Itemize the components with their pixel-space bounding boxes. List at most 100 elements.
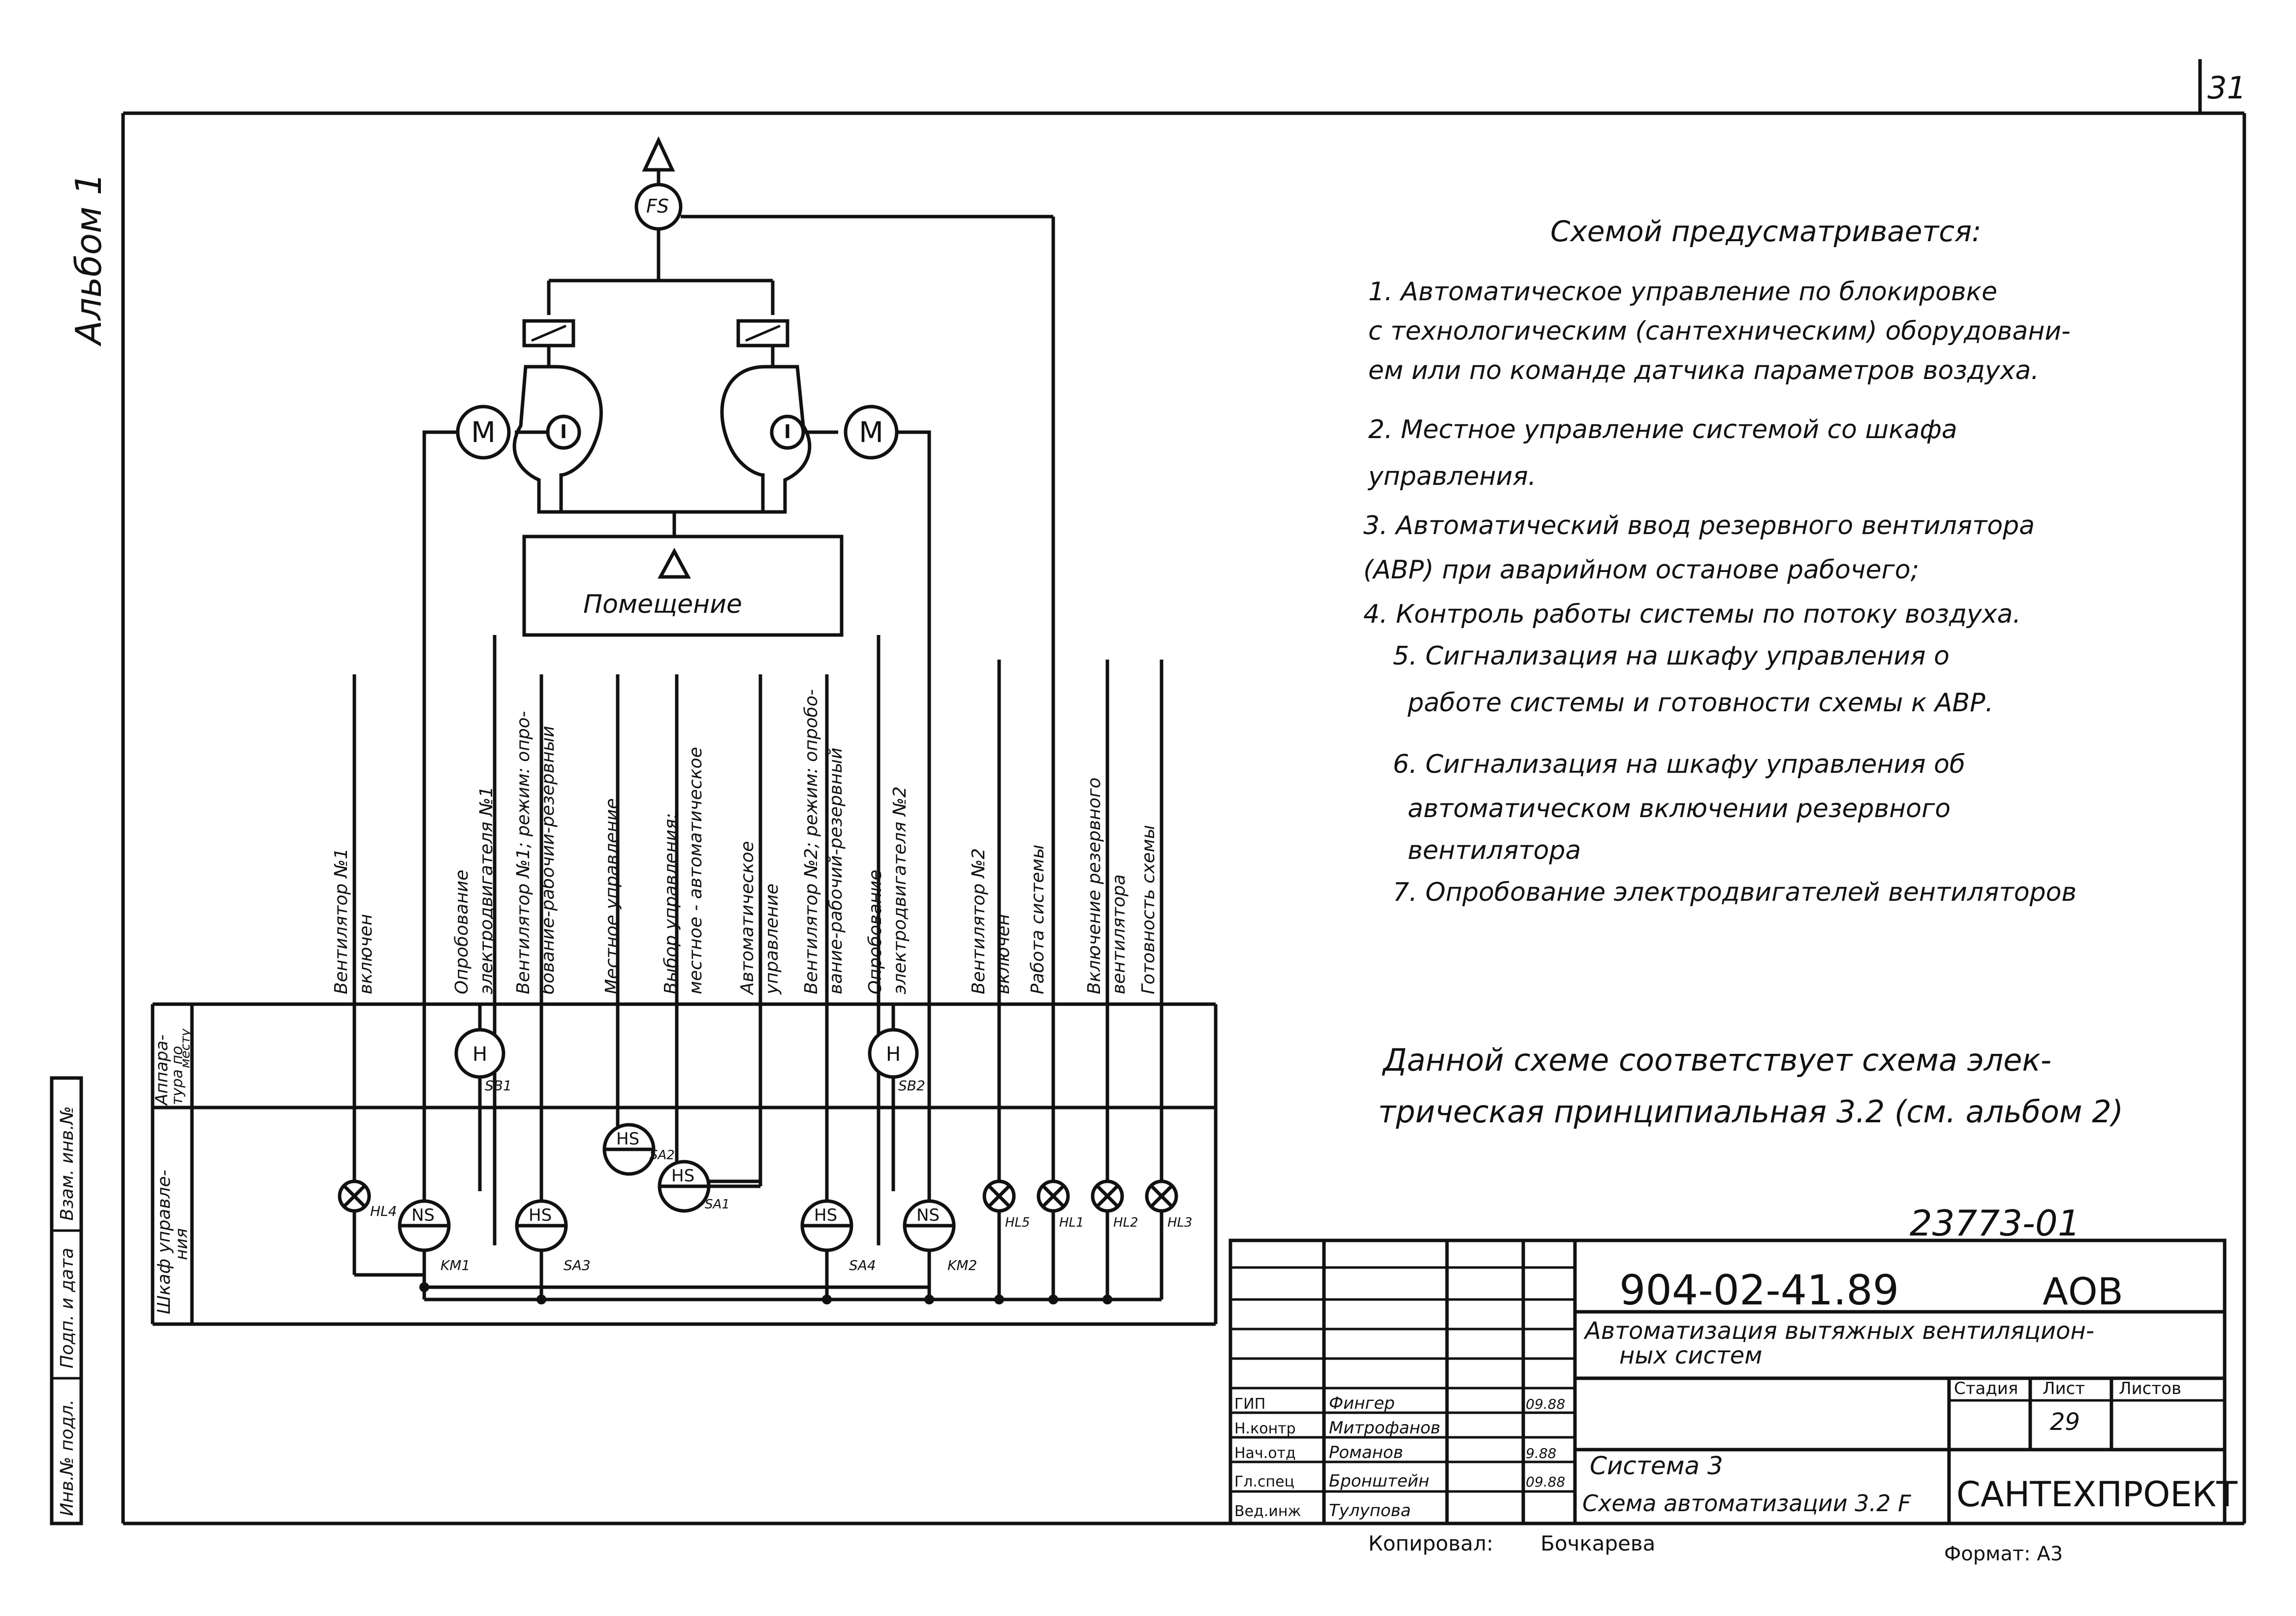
sb1-label: SB1: [485, 1077, 512, 1094]
col11-line2: вентилятора: [1109, 874, 1129, 994]
album-label: Альбом 1: [68, 173, 109, 347]
note-line-7: (АВР) при аварийном останове рабочего;: [1363, 555, 1919, 585]
flow-switch-label: FS: [646, 195, 669, 217]
note-line-3: ем или по команде датчика параметров воз…: [1368, 356, 2039, 385]
role-1: Н.контр: [1234, 1420, 1296, 1437]
col2-line1: Опробование: [452, 870, 472, 994]
col5-line2: местное - автоматическое: [686, 747, 706, 994]
note-line-1: 1. Автоматическое управление по блокиров…: [1368, 277, 1997, 307]
name-2: Романов: [1329, 1443, 1403, 1462]
control-grid: Аппара- тура по месту Шкаф управле- ния …: [151, 635, 1218, 1326]
switch-sa2-symbol: HS: [616, 1129, 639, 1149]
stamp-label-inv: Инв.№ подл.: [57, 1399, 77, 1516]
col8-line2: электродвигателя №2: [890, 786, 910, 994]
hl4-label: HL4: [370, 1203, 397, 1219]
drawing-name: Схема автоматизации 3.2 F: [1582, 1490, 1911, 1517]
role-3: Гл.спец: [1234, 1473, 1294, 1490]
exhaust-arrow: [642, 136, 675, 172]
archive-number: 23773-01: [1910, 1203, 2080, 1244]
format-label: Формат: А3: [1944, 1543, 2063, 1565]
row-label-local-2: тура по: [169, 1046, 186, 1105]
title-line-1: Автоматизация вытяжных вентиляцион-: [1583, 1317, 2094, 1345]
note-line-12: автоматическом включении резервного: [1408, 794, 1950, 824]
date-0: 09.88: [1526, 1396, 1565, 1412]
col6-line2: управление: [762, 884, 782, 995]
col2-line2: электродвигателя №1: [476, 786, 497, 994]
row-label-cabinet-1: Шкаф управле-: [154, 1170, 174, 1314]
col9-line2: включен: [993, 914, 1013, 994]
note-line-2: с технологическим (сантехническим) обору…: [1368, 317, 2071, 346]
col10-line1: Работа системы: [1028, 845, 1048, 994]
note-line-9: 5. Сигнализация на шкафу управления о: [1393, 641, 1950, 671]
role-0: ГИП: [1234, 1395, 1265, 1413]
room-box: [522, 535, 844, 637]
role-4: Вед.инж: [1234, 1503, 1301, 1520]
sa4-label: SA4: [849, 1257, 876, 1273]
hl5-label: HL5: [1005, 1215, 1030, 1230]
lamp-hl4: [338, 1179, 371, 1213]
switch-sa1-symbol: HS: [671, 1166, 694, 1186]
km2-label: KM2: [947, 1257, 977, 1273]
page-number: 31: [2207, 70, 2246, 106]
notes: Схемой предусматривается: 1. Автоматичес…: [1363, 215, 2123, 1130]
name-0: Фингер: [1329, 1394, 1395, 1413]
motor-2-label: M: [859, 415, 883, 449]
col1-line1: Вентилятор №1: [331, 848, 351, 994]
reference-line-2: трическая принципиальная 3.2 (см. альбом…: [1378, 1094, 2123, 1130]
motor-1-label: M: [471, 415, 496, 449]
note-line-13: вентилятора: [1408, 836, 1581, 865]
starter-km2-symbol: NS: [916, 1205, 940, 1225]
col9-line1: Вентилятор №2: [969, 848, 989, 994]
col1-line2: включен: [356, 914, 376, 994]
col7-line2: вание-рабочий-резервный: [826, 748, 846, 994]
row-label-cabinet-2: ния: [172, 1228, 191, 1260]
fan-1-housing: [512, 365, 603, 514]
sa1-label: SA1: [705, 1197, 730, 1212]
hl1-label: HL1: [1059, 1215, 1084, 1230]
album-code: АОВ: [2043, 1269, 2123, 1313]
col12-line1: Готовность схемы: [1138, 825, 1159, 994]
col11-line1: Включение резервного: [1084, 777, 1104, 994]
equipment-diagram: FS M M Помещение: [422, 136, 1055, 1299]
lamp-hl2: [1091, 1179, 1124, 1213]
note-line-14: 7. Опробование электродвигателей вентиля…: [1393, 878, 2076, 907]
note-line-10: работе системы и готовности схемы к АВР.: [1407, 688, 1993, 718]
km1-label: KM1: [440, 1257, 470, 1273]
lamp-hl1: [1037, 1179, 1070, 1213]
name-3: Бронштейн: [1329, 1471, 1429, 1491]
row-label-local-1: Аппара-: [152, 1035, 172, 1106]
name-4: Тулупова: [1329, 1501, 1411, 1521]
col7-line1: Вентилятор №2; режим: опробо-: [801, 689, 821, 994]
note-line-4: 2. Местное управление системой со шкафа: [1368, 415, 1957, 444]
system-name: Система 3: [1590, 1452, 1723, 1480]
note-line-11: 6. Сигнализация на шкафу управления об: [1393, 750, 1965, 779]
hl2-label: HL2: [1113, 1215, 1138, 1230]
local-button-sb1-symbol: H: [472, 1043, 487, 1066]
room-label: Помещение: [583, 590, 742, 619]
switch-sa3-symbol: HS: [529, 1205, 552, 1225]
note-line-6: 3. Автоматический ввод резервного вентил…: [1363, 511, 2035, 540]
date-2: 9.88: [1526, 1445, 1556, 1461]
sa2-label: SA2: [650, 1148, 675, 1163]
title-block: 23773-01 904-02-41.89 АОВ Автоматизация …: [1228, 1203, 2237, 1565]
copied-name: Бочкарева: [1541, 1531, 1655, 1555]
sa3-label: SA3: [564, 1257, 591, 1273]
role-2: Нач.отд: [1234, 1445, 1296, 1462]
sheet-header: Лист: [2043, 1379, 2085, 1398]
stamp-label-sign: Подп. и дата: [57, 1248, 77, 1368]
stamp-label-replace: Взам. инв.№: [57, 1106, 77, 1221]
lamp-hl3: [1145, 1179, 1178, 1213]
local-button-sb2-symbol: H: [886, 1043, 901, 1066]
col3-line1: Вентилятор №1; режим: опро-: [513, 711, 534, 994]
sb2-label: SB2: [898, 1077, 925, 1094]
doc-code: 904-02-41.89: [1619, 1266, 1899, 1314]
row-label-local-3: месту: [178, 1028, 193, 1068]
copied-label: Копировал:: [1368, 1531, 1493, 1555]
room-intake-arrow: [658, 547, 691, 579]
title-line-2: ных систем: [1619, 1342, 1762, 1369]
reference-line-1: Данной схеме соответствует схема элек-: [1382, 1042, 2051, 1078]
starter-km1-symbol: NS: [411, 1205, 435, 1225]
organization: САНТЕХПРОЕКТ: [1956, 1474, 2237, 1515]
sheet-number: 29: [2050, 1408, 2080, 1436]
